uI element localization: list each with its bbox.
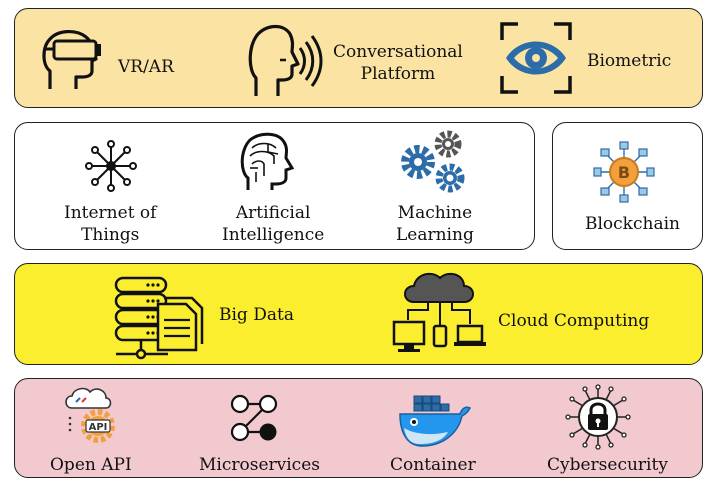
- eye-scan-icon: [500, 22, 572, 94]
- label-cybersecurity: Cybersecurity: [547, 455, 668, 475]
- label-container: Container: [390, 455, 476, 475]
- database-server-icon: [112, 274, 204, 360]
- speaking-head-icon: [246, 22, 324, 100]
- microservices-graph-icon: [228, 392, 280, 444]
- bitcoin-network-icon: B: [592, 140, 656, 204]
- label-big-data: Big Data: [219, 305, 294, 325]
- label-microservices: Microservices: [199, 455, 320, 475]
- docker-whale-icon: [396, 388, 472, 448]
- iot-network-icon: [84, 139, 138, 193]
- gears-icon: [398, 130, 470, 196]
- label-cloud-computing: Cloud Computing: [498, 311, 650, 331]
- api-cloud-gear-icon: API: [62, 386, 128, 448]
- panel-immersive-tech: [14, 8, 703, 108]
- svg-text:B: B: [618, 163, 630, 182]
- cloud-devices-icon: [392, 268, 488, 360]
- svg-text:API: API: [89, 422, 108, 433]
- label-open-api: Open API: [50, 455, 132, 475]
- label-blockchain: Blockchain: [585, 214, 680, 234]
- ai-head-icon: [238, 132, 294, 192]
- label-vr-ar: VR/AR: [118, 57, 174, 77]
- vr-headset-icon: [40, 27, 102, 95]
- circuit-lock-icon: [565, 384, 631, 450]
- label-biometric: Biometric: [587, 51, 672, 71]
